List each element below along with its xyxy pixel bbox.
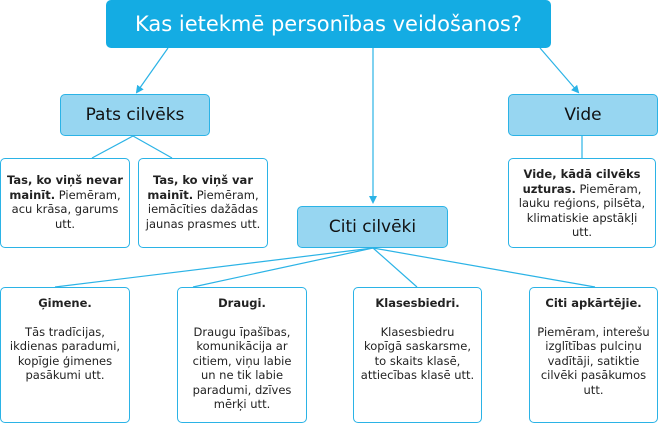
leaf-head: Ģimene. (38, 296, 92, 310)
leaf-others-around: Citi apkārtējie. Piemēram, interešu izgl… (529, 287, 658, 423)
title-box: Kas ietekmē personības veidošanos? (106, 0, 551, 48)
leaf-head: Citi apkārtējie. (545, 296, 642, 310)
leaf-cannot-change: Tas, ko viņš nevar mainīt. Piemēram, acu… (0, 158, 130, 248)
leaf-text: Piemēram, acu krāsa, garums utt. (11, 187, 121, 231)
leaf-head: Klasesbiedri. (375, 296, 460, 310)
category-others: Citi cilvēki (297, 206, 448, 248)
leaf-environment: Vide, kādā cilvēks uzturas. Piemēram, la… (508, 158, 656, 248)
leaf-text: Piemēram, interešu izglītības pulciņu va… (537, 324, 650, 397)
leaf-bold: Tas, ko viņš nevar mainīt. (7, 173, 123, 202)
leaf-can-change: Tas, ko viņš var mainīt. Piemēram, iemāc… (138, 158, 268, 248)
leaf-text: Draugu īpašības, komunikācija ar citiem,… (192, 324, 292, 412)
leaf-bold: Tas, ko viņš var mainīt. (147, 173, 253, 202)
category-environment-label: Vide (564, 105, 602, 125)
arrow-to-self (135, 47, 169, 94)
category-self-label: Pats cilvēks (85, 105, 185, 125)
leaf-text: Piemēram, lauku reģions, pilsēta, klimat… (518, 181, 646, 240)
leaf-friends: Draugi. Draugu īpašības, komunikācija ar… (177, 287, 307, 423)
leaf-text: Tās tradīcijas, ikdienas paradumi, kopīg… (9, 324, 121, 383)
category-others-label: Citi cilvēki (328, 217, 417, 237)
leaf-classmates: Klasesbiedri. Klasesbiedru kopīgā saskar… (353, 287, 482, 423)
category-self: Pats cilvēks (60, 94, 210, 136)
category-environment: Vide (508, 94, 658, 136)
title-text: Kas ietekmē personības veidošanos? (134, 12, 523, 36)
leaf-head: Draugi. (218, 296, 266, 310)
leaf-text: Piemēram, iemācīties dažādas jaunas pras… (145, 187, 261, 231)
leaf-bold: Vide, kādā cilvēks uzturas. (522, 167, 641, 196)
leaf-family: Ģimene. Tās tradīcijas, ikdienas paradum… (0, 287, 130, 423)
leaf-text: Klasesbiedru kopīgā saskarsme, to skaits… (360, 324, 475, 383)
arrow-to-environment (539, 47, 580, 94)
